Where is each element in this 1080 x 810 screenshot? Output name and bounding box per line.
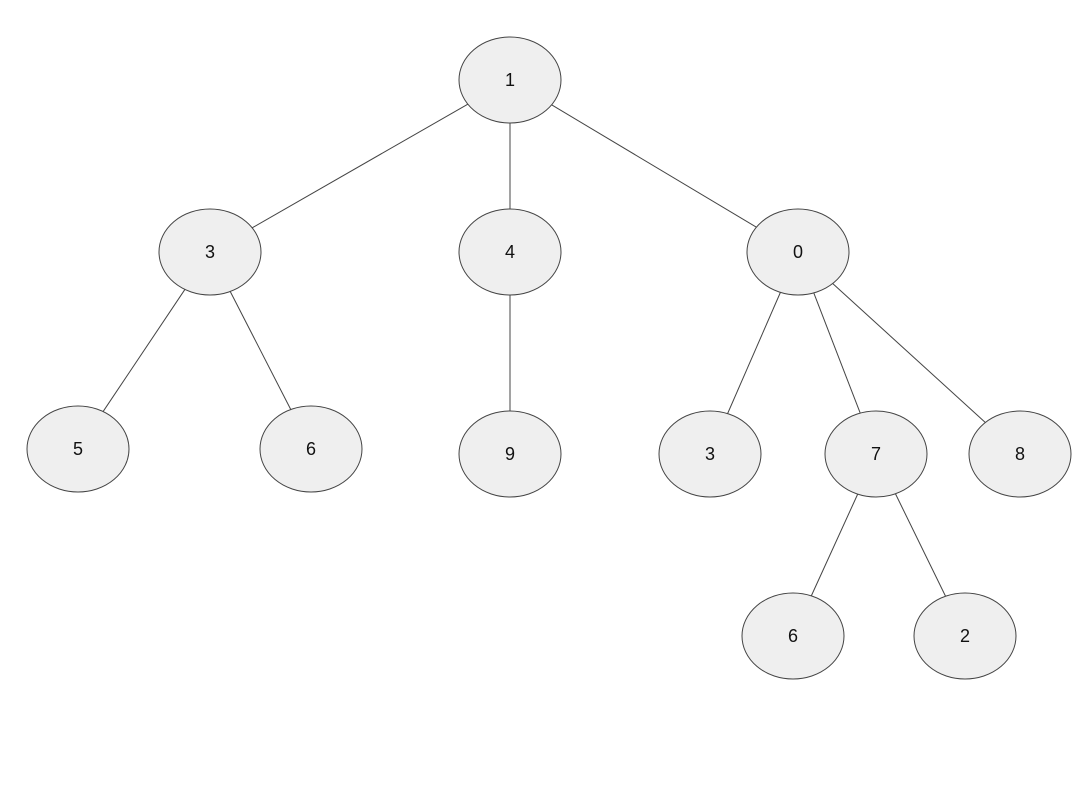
tree-node-n7: 3: [658, 410, 762, 498]
tree-edge-n1-n4: [102, 289, 186, 412]
tree-node-n6: 9: [458, 410, 562, 498]
node-ellipse: [913, 592, 1017, 680]
tree-node-n3: 0: [746, 208, 850, 296]
tree-nodes: 1 3 4 0 5 6 9 3 7 8 6 2: [26, 36, 1072, 680]
tree-node-n4: 5: [26, 405, 130, 493]
tree-edge-n1-n5: [229, 291, 292, 410]
tree-edge-n3-n7: [727, 292, 781, 414]
node-label: 8: [1015, 444, 1025, 464]
node-label: 2: [960, 626, 970, 646]
tree-node-n0: 1: [458, 36, 562, 124]
node-ellipse: [158, 208, 262, 296]
node-label: 6: [788, 626, 798, 646]
tree-node-n8: 7: [824, 410, 928, 498]
node-label: 9: [505, 444, 515, 464]
node-ellipse: [658, 410, 762, 498]
node-label: 3: [205, 242, 215, 262]
tree-edge-n8-n11: [894, 493, 947, 597]
node-label: 0: [793, 242, 803, 262]
node-label: 6: [306, 439, 316, 459]
tree-node-n2: 4: [458, 208, 562, 296]
node-ellipse: [746, 208, 850, 296]
node-label: 1: [505, 70, 515, 90]
node-ellipse: [26, 405, 130, 493]
node-ellipse: [968, 410, 1072, 498]
node-label: 7: [871, 444, 881, 464]
node-label: 3: [705, 444, 715, 464]
node-ellipse: [458, 36, 562, 124]
tree-edges: [102, 103, 986, 597]
node-ellipse: [458, 208, 562, 296]
tree-edge-n0-n3: [551, 104, 757, 228]
tree-node-n11: 2: [913, 592, 1017, 680]
node-ellipse: [741, 592, 845, 680]
node-ellipse: [259, 405, 363, 493]
node-label: 4: [505, 242, 515, 262]
tree-edge-n3-n9: [832, 283, 986, 423]
tree-edge-n8-n10: [810, 493, 859, 597]
tree-node-n10: 6: [741, 592, 845, 680]
tree-edge-n3-n8: [813, 292, 861, 414]
tree-edge-n0-n1: [251, 103, 469, 229]
node-ellipse: [458, 410, 562, 498]
node-ellipse: [824, 410, 928, 498]
tree-node-n5: 6: [259, 405, 363, 493]
node-label: 5: [73, 439, 83, 459]
tree-node-n1: 3: [158, 208, 262, 296]
tree-node-n9: 8: [968, 410, 1072, 498]
